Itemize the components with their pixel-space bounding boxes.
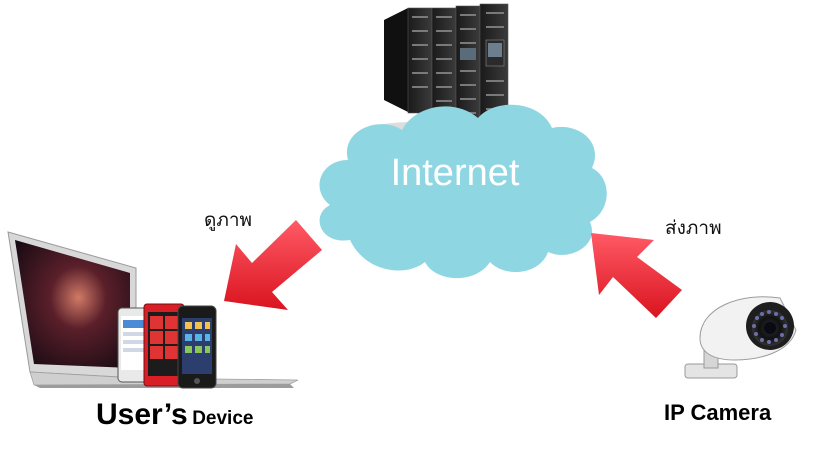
device-label-main: User’s	[96, 398, 188, 431]
internet-label: Internet	[390, 152, 520, 194]
laptop-icon	[7, 231, 299, 388]
server-rack-icon	[375, 3, 515, 133]
ip-camera-label: IP Camera	[664, 400, 772, 425]
view-arrow-icon	[224, 220, 322, 310]
device-label-sub: Device	[192, 408, 254, 429]
smartphones-icon	[117, 303, 217, 389]
internet-cloud	[319, 104, 607, 279]
send-label: ส่งภาพ	[665, 217, 722, 239]
view-label: ดูภาพ	[204, 209, 253, 231]
ip-camera-icon	[684, 296, 797, 379]
users-device-label: User’s Device	[96, 398, 253, 432]
send-arrow-icon	[591, 233, 682, 318]
